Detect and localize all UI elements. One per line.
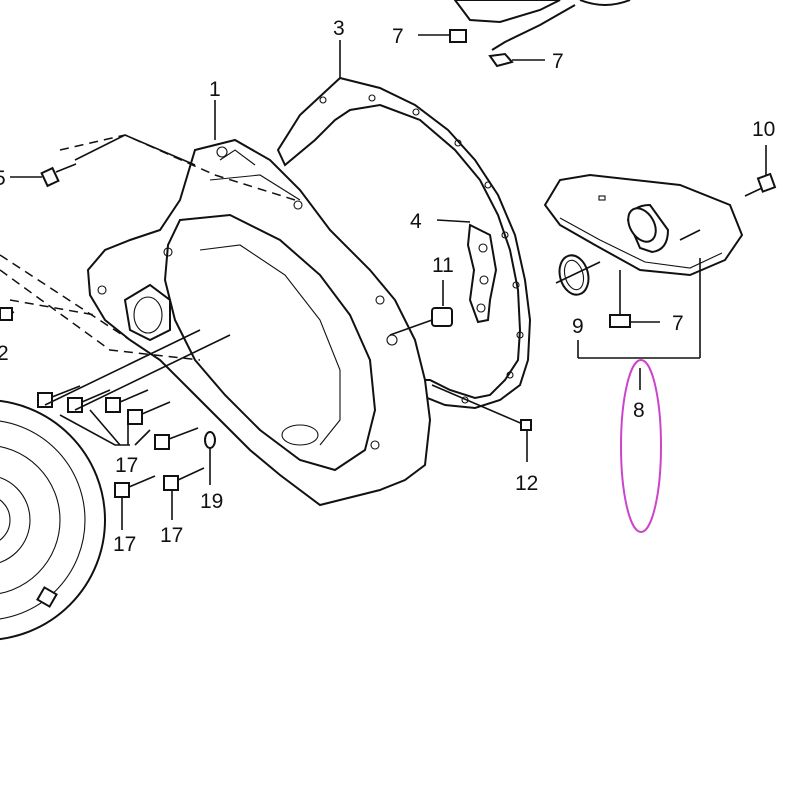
top-cover-fragment xyxy=(453,0,631,51)
label-11: 11 xyxy=(432,254,454,277)
label-3: 3 xyxy=(333,17,345,40)
bolt-17-6 xyxy=(114,475,156,530)
label-17a: 17 xyxy=(115,454,138,477)
label-19: 19 xyxy=(200,490,223,513)
gasket-3 xyxy=(276,40,532,410)
assembly-guide-lines xyxy=(0,134,296,361)
highlight-ellipse xyxy=(620,359,662,533)
label-2: 2 xyxy=(0,342,9,365)
label-12: 12 xyxy=(515,472,538,495)
label-17b: 17 xyxy=(113,533,136,556)
label-17c: 17 xyxy=(160,524,183,547)
label-5: 5 xyxy=(0,167,6,190)
bolt-17-2 xyxy=(67,389,111,413)
clip-7b xyxy=(488,52,545,68)
bolt-17-4 xyxy=(127,401,171,425)
label-10: 10 xyxy=(752,118,775,141)
bolt-5 xyxy=(10,163,77,188)
washer-19 xyxy=(204,431,216,485)
bracket-4 xyxy=(436,219,498,324)
label-7c: 7 xyxy=(672,312,684,335)
bolt-12 xyxy=(431,384,532,462)
label-4: 4 xyxy=(410,210,422,233)
torque-converter xyxy=(0,399,106,641)
o-ring-9 xyxy=(555,254,601,296)
label-7b: 7 xyxy=(552,50,564,73)
oil-filter-8 xyxy=(543,173,744,277)
bolts-17 xyxy=(37,329,231,530)
item-8-bracket xyxy=(577,258,701,390)
clip-7a xyxy=(418,29,467,43)
label-7a: 7 xyxy=(392,25,404,48)
bolt-17-3 xyxy=(105,389,149,413)
bolt-17-7 xyxy=(163,467,205,520)
label-9: 9 xyxy=(572,315,584,338)
clip-7c xyxy=(609,270,660,328)
bolt-2 xyxy=(0,307,15,321)
bolt-17-5 xyxy=(154,427,199,450)
label-1: 1 xyxy=(209,78,221,101)
bolt-10 xyxy=(744,145,777,197)
transmission-housing-1 xyxy=(86,100,432,507)
bolt-11 xyxy=(389,280,453,336)
label-8: 8 xyxy=(633,399,645,422)
